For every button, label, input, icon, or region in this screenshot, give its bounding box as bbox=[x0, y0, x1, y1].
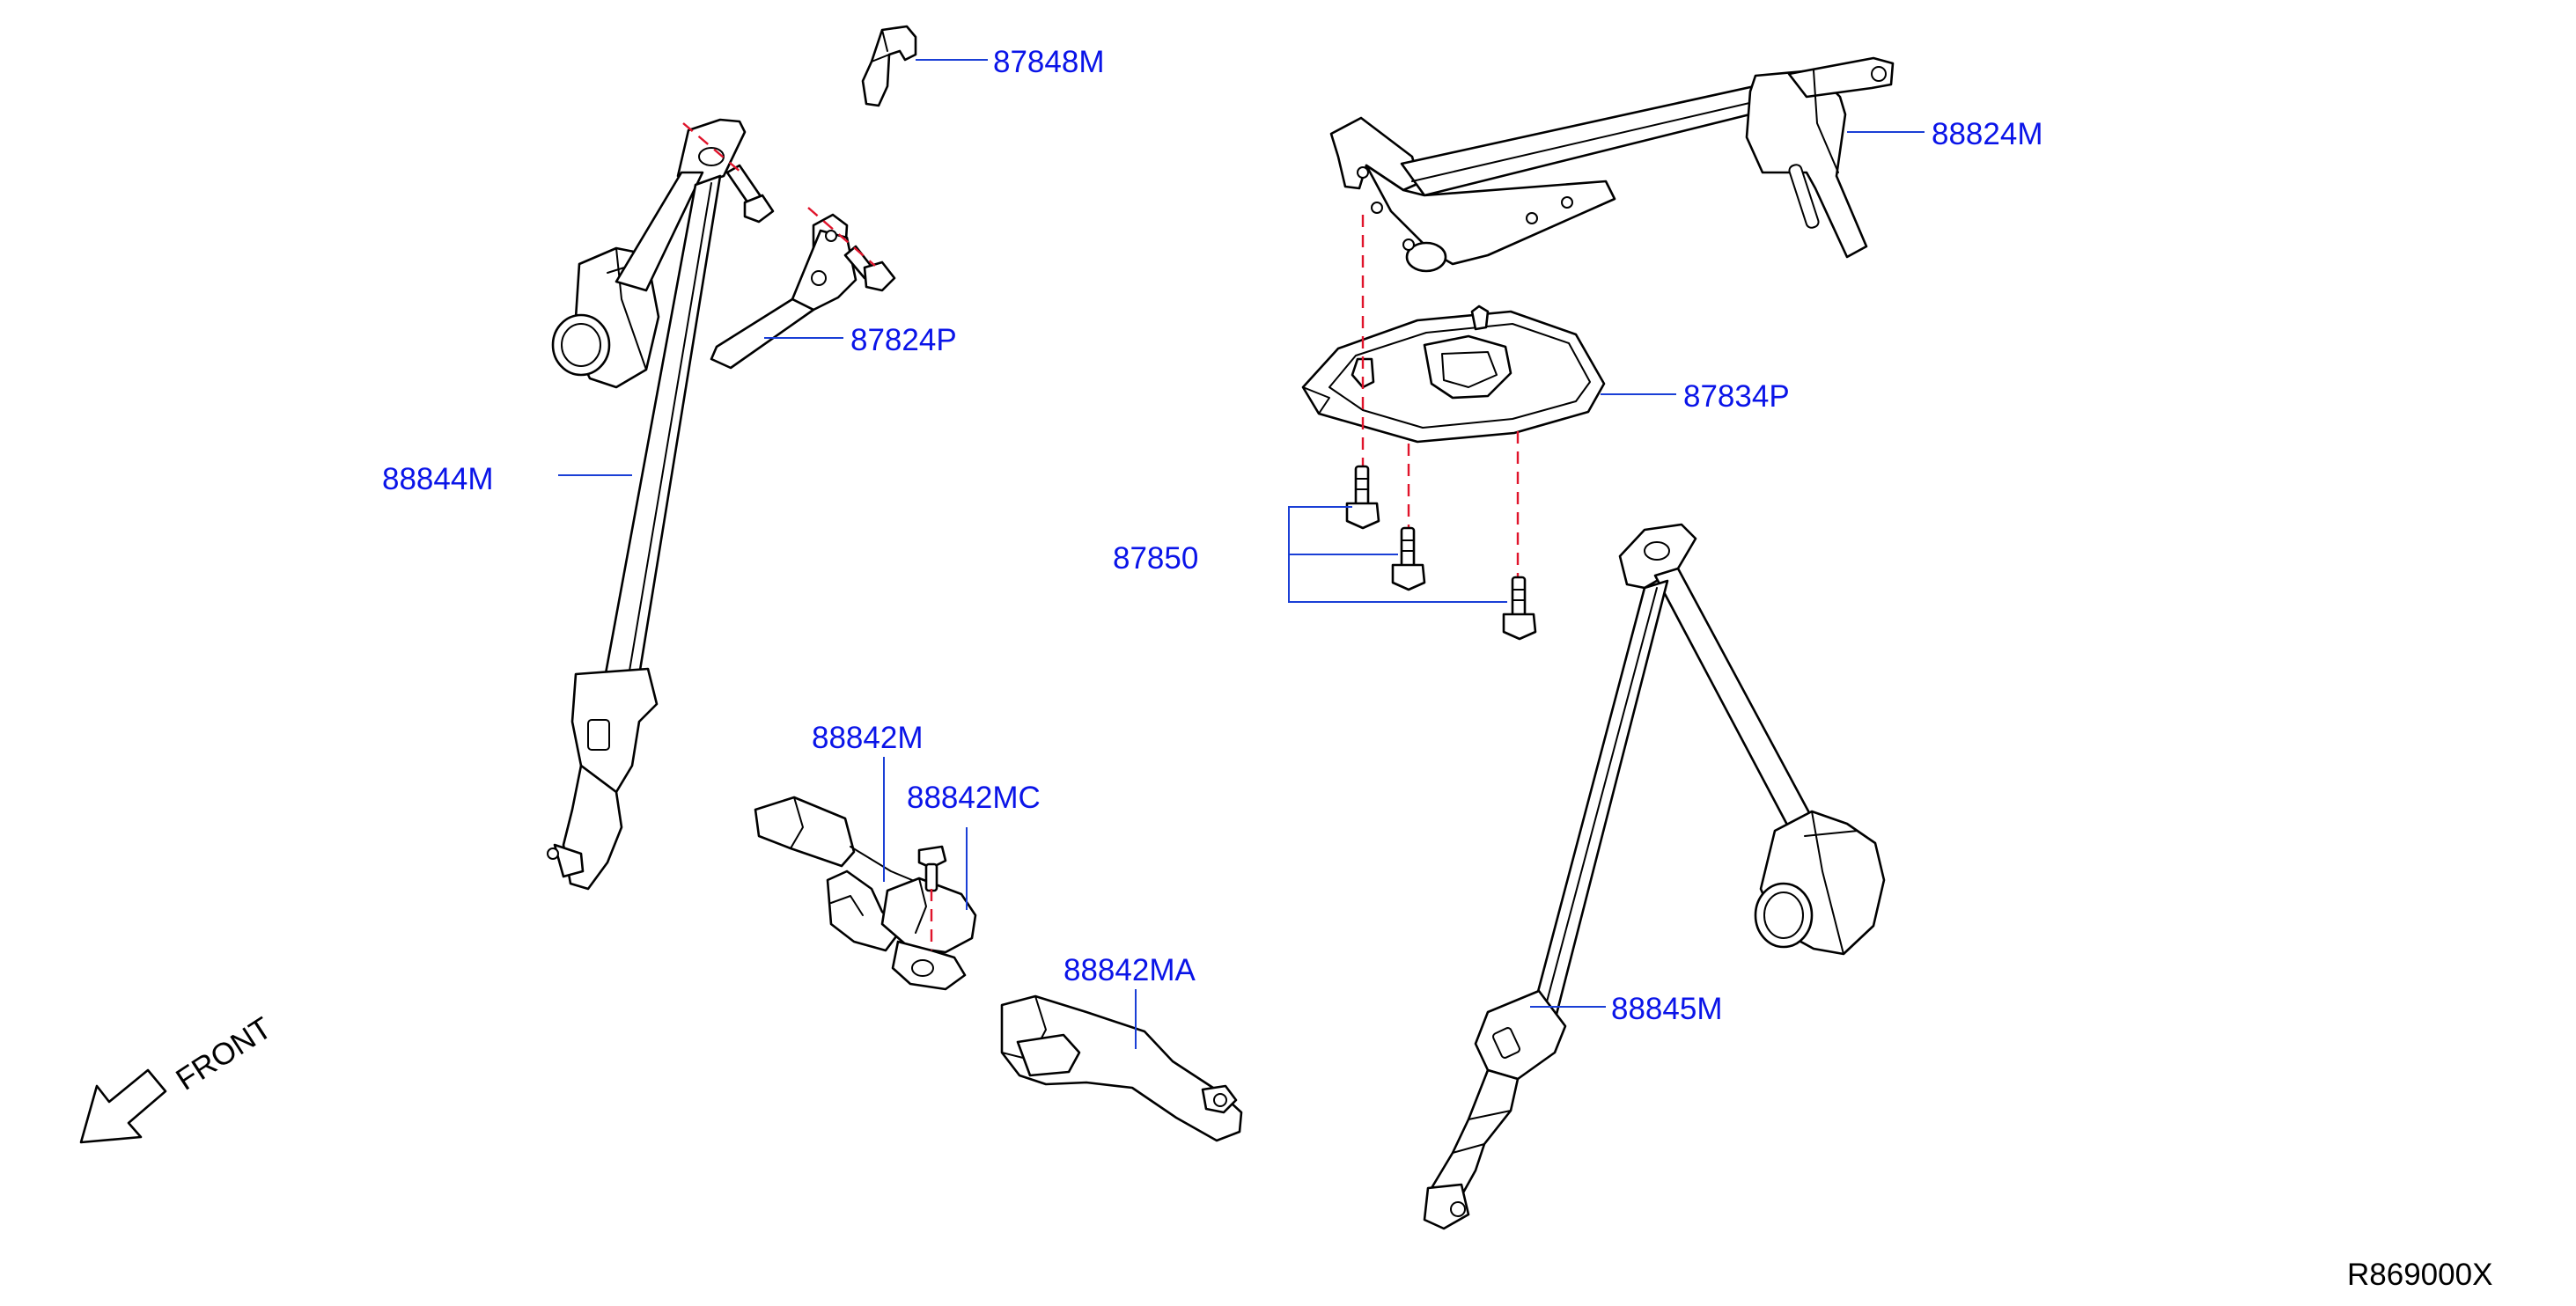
label-87834P: 87834P bbox=[1683, 379, 1790, 414]
label-88844M: 88844M bbox=[382, 462, 493, 496]
part-88844M-seat-belt-assembly bbox=[547, 118, 747, 891]
label-88842MA: 88842MA bbox=[1064, 953, 1196, 987]
part-88842MA-buckle bbox=[1000, 994, 1243, 1142]
anchor-bolt-88844M bbox=[725, 164, 775, 224]
bolt-87824P bbox=[843, 245, 896, 292]
part-87850-bolt-2 bbox=[1391, 526, 1426, 591]
part-87850-bolt-1 bbox=[1345, 465, 1380, 530]
label-87848M: 87848M bbox=[993, 45, 1104, 79]
label-88845M: 88845M bbox=[1611, 992, 1722, 1026]
part-87834P-cover bbox=[1301, 304, 1606, 444]
bolt-88842M bbox=[917, 845, 947, 892]
leader-87850 bbox=[1288, 506, 1507, 603]
part-87850-bolt-3 bbox=[1502, 576, 1537, 641]
part-88842MC-buckle bbox=[880, 877, 977, 991]
part-88845M-seat-belt-assembly bbox=[1423, 523, 1886, 1230]
front-label: FRONT bbox=[170, 1010, 277, 1097]
label-87824P: 87824P bbox=[850, 323, 957, 357]
centerline-87824P bbox=[807, 207, 876, 267]
front-arrow-icon bbox=[79, 1068, 167, 1144]
label-88824M: 88824M bbox=[1932, 117, 2042, 151]
centerline-88844M-anchor bbox=[682, 122, 742, 173]
part-87848M-clip bbox=[861, 25, 917, 107]
part-88842M-buckle bbox=[754, 796, 934, 952]
label-87850: 87850 bbox=[1113, 541, 1198, 576]
label-88842M: 88842M bbox=[812, 721, 923, 755]
reference-code: R869000X bbox=[2347, 1258, 2492, 1292]
part-87824P-bracket bbox=[710, 213, 857, 370]
label-88842MC: 88842MC bbox=[907, 781, 1041, 815]
part-88824M-frame bbox=[1329, 56, 1895, 273]
